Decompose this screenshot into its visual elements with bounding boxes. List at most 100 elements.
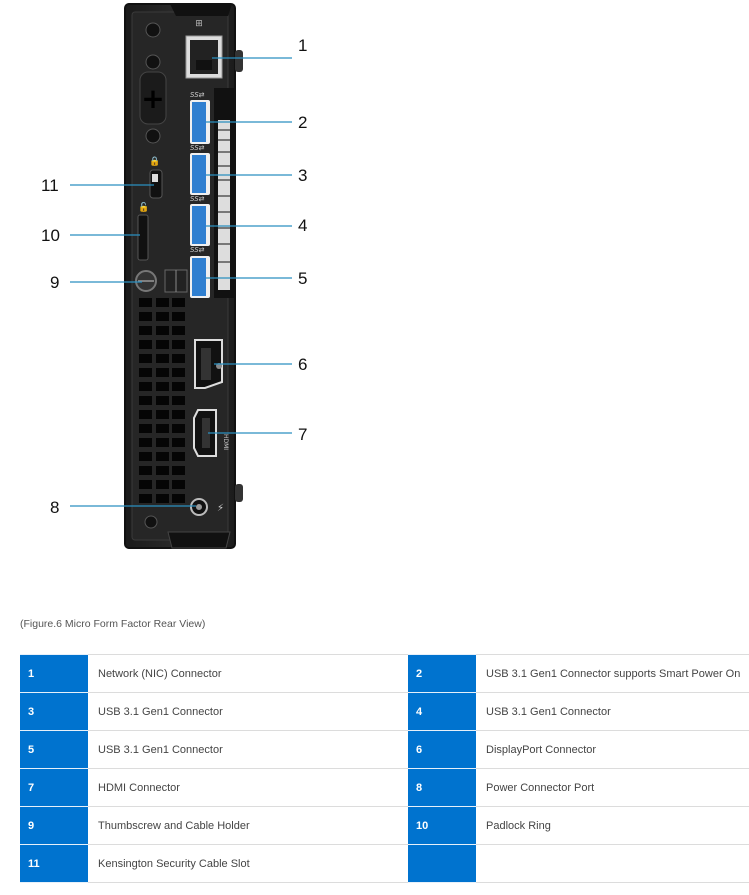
svg-text:SS⇄: SS⇄ [190, 246, 205, 254]
vent-slot [156, 340, 169, 349]
item-label: Kensington Security Cable Slot [88, 844, 408, 883]
vent-slot [139, 452, 152, 461]
svg-text:HDMI: HDMI [222, 434, 229, 450]
vent-slot [156, 494, 169, 503]
vent-slot [139, 494, 152, 503]
callout-3: 3 [298, 166, 308, 185]
callout-9: 9 [50, 273, 60, 292]
audio-jack-top-icon [145, 22, 161, 38]
vent-slot [139, 466, 152, 475]
item-number: 8 [408, 768, 476, 807]
item-number: 1 [20, 654, 88, 693]
item-number: 4 [408, 692, 476, 731]
callout-11: 11 [41, 176, 59, 195]
item-label: Padlock Ring [476, 806, 749, 845]
vent-slot [156, 326, 169, 335]
vent-slot [172, 410, 185, 419]
svg-text:SS⇄: SS⇄ [190, 91, 205, 99]
vent-slot [156, 312, 169, 321]
vent-slot [172, 354, 185, 363]
hdmi-port-icon: HDMI [193, 409, 229, 457]
vent-slot [156, 368, 169, 377]
item-label: USB 3.1 Gen1 Connector supports Smart Po… [476, 654, 749, 693]
table-row: 11 Kensington Security Cable Slot [20, 844, 749, 883]
kensington-slot-icon: 🔒 [149, 156, 163, 199]
connector-table: 1 Network (NIC) Connector 2 USB 3.1 Gen1… [20, 654, 749, 883]
svg-text:SS⇄: SS⇄ [190, 195, 205, 203]
item-label: Network (NIC) Connector [88, 654, 408, 693]
vent-slot [139, 312, 152, 321]
vent-slot [172, 494, 185, 503]
vent-slot [172, 312, 185, 321]
vent-slot [156, 298, 169, 307]
vent-slot [139, 396, 152, 405]
item-number: 5 [20, 730, 88, 769]
rear-view-figure: + ⊞ SS⇄ SS⇄ [41, 3, 308, 549]
vent-slot [172, 480, 185, 489]
callout-1: 1 [298, 36, 308, 55]
table-row: 9 Thumbscrew and Cable Holder 10 Padlock… [20, 806, 749, 845]
vent-slot [172, 452, 185, 461]
table-row: 5 USB 3.1 Gen1 Connector 6 DisplayPort C… [20, 730, 749, 769]
item-label: DisplayPort Connector [476, 730, 749, 769]
padlock-ring-icon: 🔓 [137, 201, 150, 261]
network-port-icon: ⊞ [185, 19, 223, 79]
leader-lines [70, 57, 292, 507]
item-number: 7 [20, 768, 88, 807]
table-row: 1 Network (NIC) Connector 2 USB 3.1 Gen1… [20, 654, 749, 693]
callout-5: 5 [298, 269, 308, 288]
power-connector-icon: ⚡ [190, 498, 224, 516]
vent-slot [172, 298, 185, 307]
vent-slot [156, 480, 169, 489]
item-label: Power Connector Port [476, 768, 749, 807]
vent-grid [139, 298, 185, 503]
item-label: USB 3.1 Gen1 Connector [88, 692, 408, 731]
item-label: Thumbscrew and Cable Holder [88, 806, 408, 845]
svg-text:🔓: 🔓 [138, 201, 149, 213]
table-row: 7 HDMI Connector 8 Power Connector Port [20, 768, 749, 807]
vent-slot [139, 326, 152, 335]
item-number: 6 [408, 730, 476, 769]
vent-slot [156, 396, 169, 405]
item-number: 11 [20, 844, 88, 883]
vent-slot [172, 466, 185, 475]
vent-slot [172, 424, 185, 433]
vent-slot [156, 410, 169, 419]
vent-slot [139, 298, 152, 307]
svg-text:+: + [141, 82, 164, 115]
vent-slot [156, 354, 169, 363]
svg-text:⚡: ⚡ [217, 503, 224, 514]
item-number: 9 [20, 806, 88, 845]
usb-port-3-icon: SS⇄ [190, 144, 210, 195]
usb-port-2-icon: SS⇄ [190, 91, 210, 144]
item-label-empty [476, 844, 749, 883]
vent-slot [139, 382, 152, 391]
vent-slot [172, 340, 185, 349]
item-number: 10 [408, 806, 476, 845]
callout-6: 6 [298, 355, 308, 374]
vent-slot [139, 424, 152, 433]
vent-slot [172, 438, 185, 447]
vent-slot [139, 438, 152, 447]
thumbscrew-icon [135, 269, 188, 293]
displayport-icon [194, 339, 223, 389]
vent-slot [139, 410, 152, 419]
vent-slot [139, 340, 152, 349]
callout-10: 10 [41, 226, 60, 245]
callout-4: 4 [298, 216, 308, 235]
vent-slot [172, 396, 185, 405]
item-number-empty [408, 844, 476, 883]
figure-caption: (Figure.6 Micro Form Factor Rear View) [20, 618, 206, 630]
vent-slot [156, 452, 169, 461]
device-illustration: + ⊞ SS⇄ SS⇄ [70, 3, 292, 549]
vent-slot [139, 368, 152, 377]
svg-text:🔒: 🔒 [149, 156, 160, 167]
vent-slot [156, 438, 169, 447]
vent-slot [139, 480, 152, 489]
svg-text:⊞: ⊞ [195, 19, 203, 29]
usb-port-4-icon: SS⇄ [190, 195, 210, 246]
table-row: 3 USB 3.1 Gen1 Connector 4 USB 3.1 Gen1 … [20, 692, 749, 731]
vent-slot [156, 466, 169, 475]
vent-slot [156, 382, 169, 391]
callout-7: 7 [298, 425, 308, 444]
